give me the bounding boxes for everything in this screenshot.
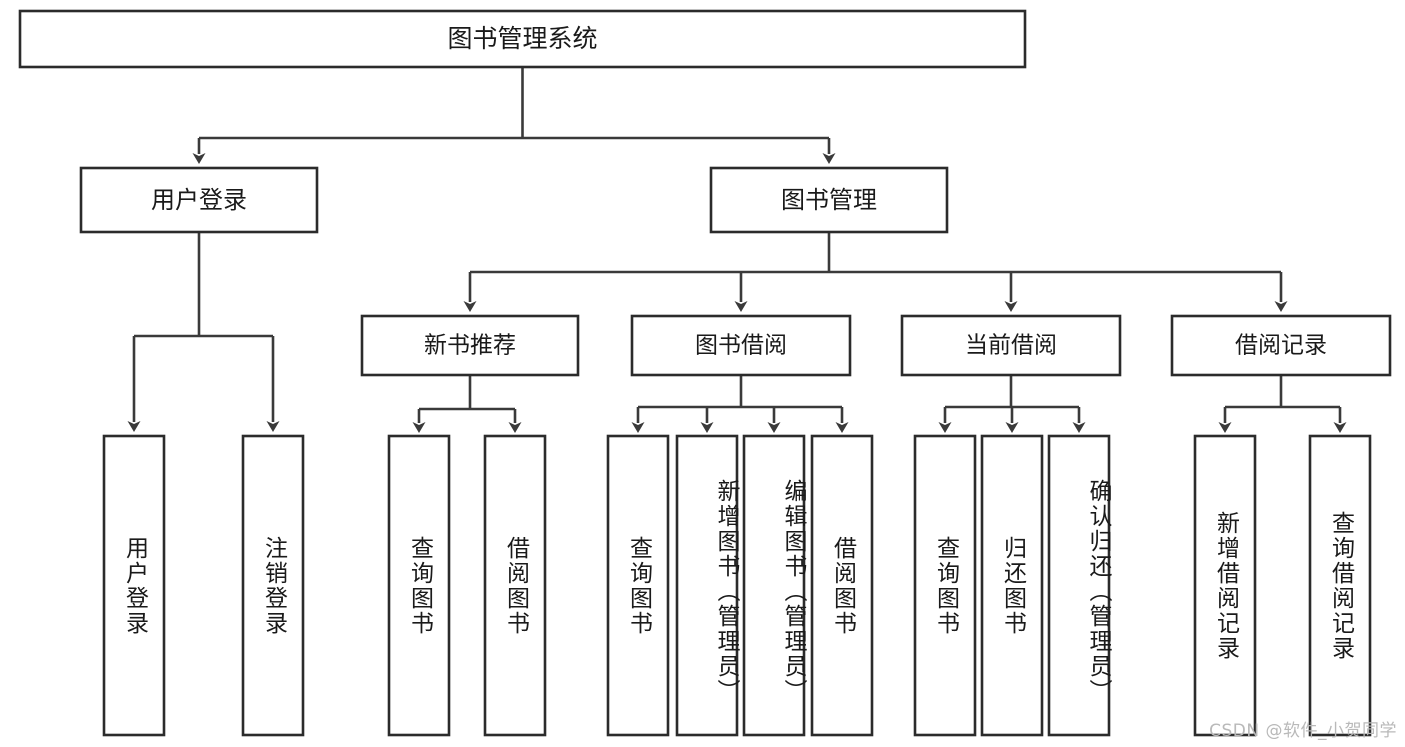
leaf-box-logout[interactable]	[241, 434, 305, 737]
node-root[interactable]: 图书管理系统	[18, 9, 1027, 69]
node-user-login-label: 用户登录	[151, 186, 247, 214]
node-current-borrow-box[interactable]	[900, 314, 1122, 377]
leaf-box-edit-book[interactable]	[742, 434, 806, 737]
node-current-borrow[interactable]: 当前借阅	[900, 314, 1122, 377]
node-book-borrow[interactable]: 图书借阅	[630, 314, 852, 377]
node-borrow-record-box[interactable]	[1170, 314, 1392, 377]
edge-group-user-login-to-leaves	[127, 232, 280, 432]
node-root-box[interactable]	[18, 9, 1027, 69]
leaf-box-borrow-book-rec[interactable]	[483, 434, 547, 737]
node-book-management-box[interactable]	[709, 166, 949, 234]
edge-group-new-book-recommend-to-leaves	[412, 375, 522, 433]
node-borrow-record[interactable]: 借阅记录	[1170, 314, 1392, 377]
edge-group-borrow-record-to-leaves	[1218, 375, 1347, 433]
edge-group-current-borrow-to-leaves	[938, 375, 1086, 433]
node-book-borrow-box[interactable]	[630, 314, 852, 377]
node-current-borrow-label: 当前借阅	[965, 333, 1057, 359]
node-root-label: 图书管理系统	[447, 24, 597, 53]
node-new-book-recommend-label: 新书推荐	[424, 333, 516, 359]
leaf-boxes	[102, 434, 1372, 737]
edge-group-book-borrow-to-leaves	[631, 375, 849, 433]
node-new-book-recommend-box[interactable]	[360, 314, 580, 377]
leaf-box-add-book[interactable]	[675, 434, 739, 737]
watermark-text: CSDN @软件_小贺同学	[1209, 721, 1397, 741]
leaf-box-query-borrow-record[interactable]	[1308, 434, 1372, 737]
leaf-box-query-book-current[interactable]	[913, 434, 977, 737]
leaf-box-user-login[interactable]	[102, 434, 166, 737]
node-new-book-recommend[interactable]: 新书推荐	[360, 314, 580, 377]
leaf-box-query-book-rec[interactable]	[387, 434, 451, 737]
node-user-login-box[interactable]	[79, 166, 319, 234]
leaf-box-query-book-borrow[interactable]	[606, 434, 670, 737]
edge-group-root-to-level2	[192, 67, 836, 164]
leaf-box-borrow-book[interactable]	[810, 434, 874, 737]
node-borrow-record-label: 借阅记录	[1235, 333, 1327, 359]
leaf-box-add-borrow-record[interactable]	[1193, 434, 1257, 737]
node-book-management-label: 图书管理	[781, 186, 877, 214]
node-book-management[interactable]: 图书管理	[709, 166, 949, 234]
edge-group-book-management-to-level3	[463, 232, 1288, 312]
node-user-login[interactable]: 用户登录	[79, 166, 319, 234]
leaf-box-return-book[interactable]	[980, 434, 1044, 737]
leaf-box-confirm-return[interactable]	[1047, 434, 1111, 737]
node-book-borrow-label: 图书借阅	[695, 333, 787, 359]
